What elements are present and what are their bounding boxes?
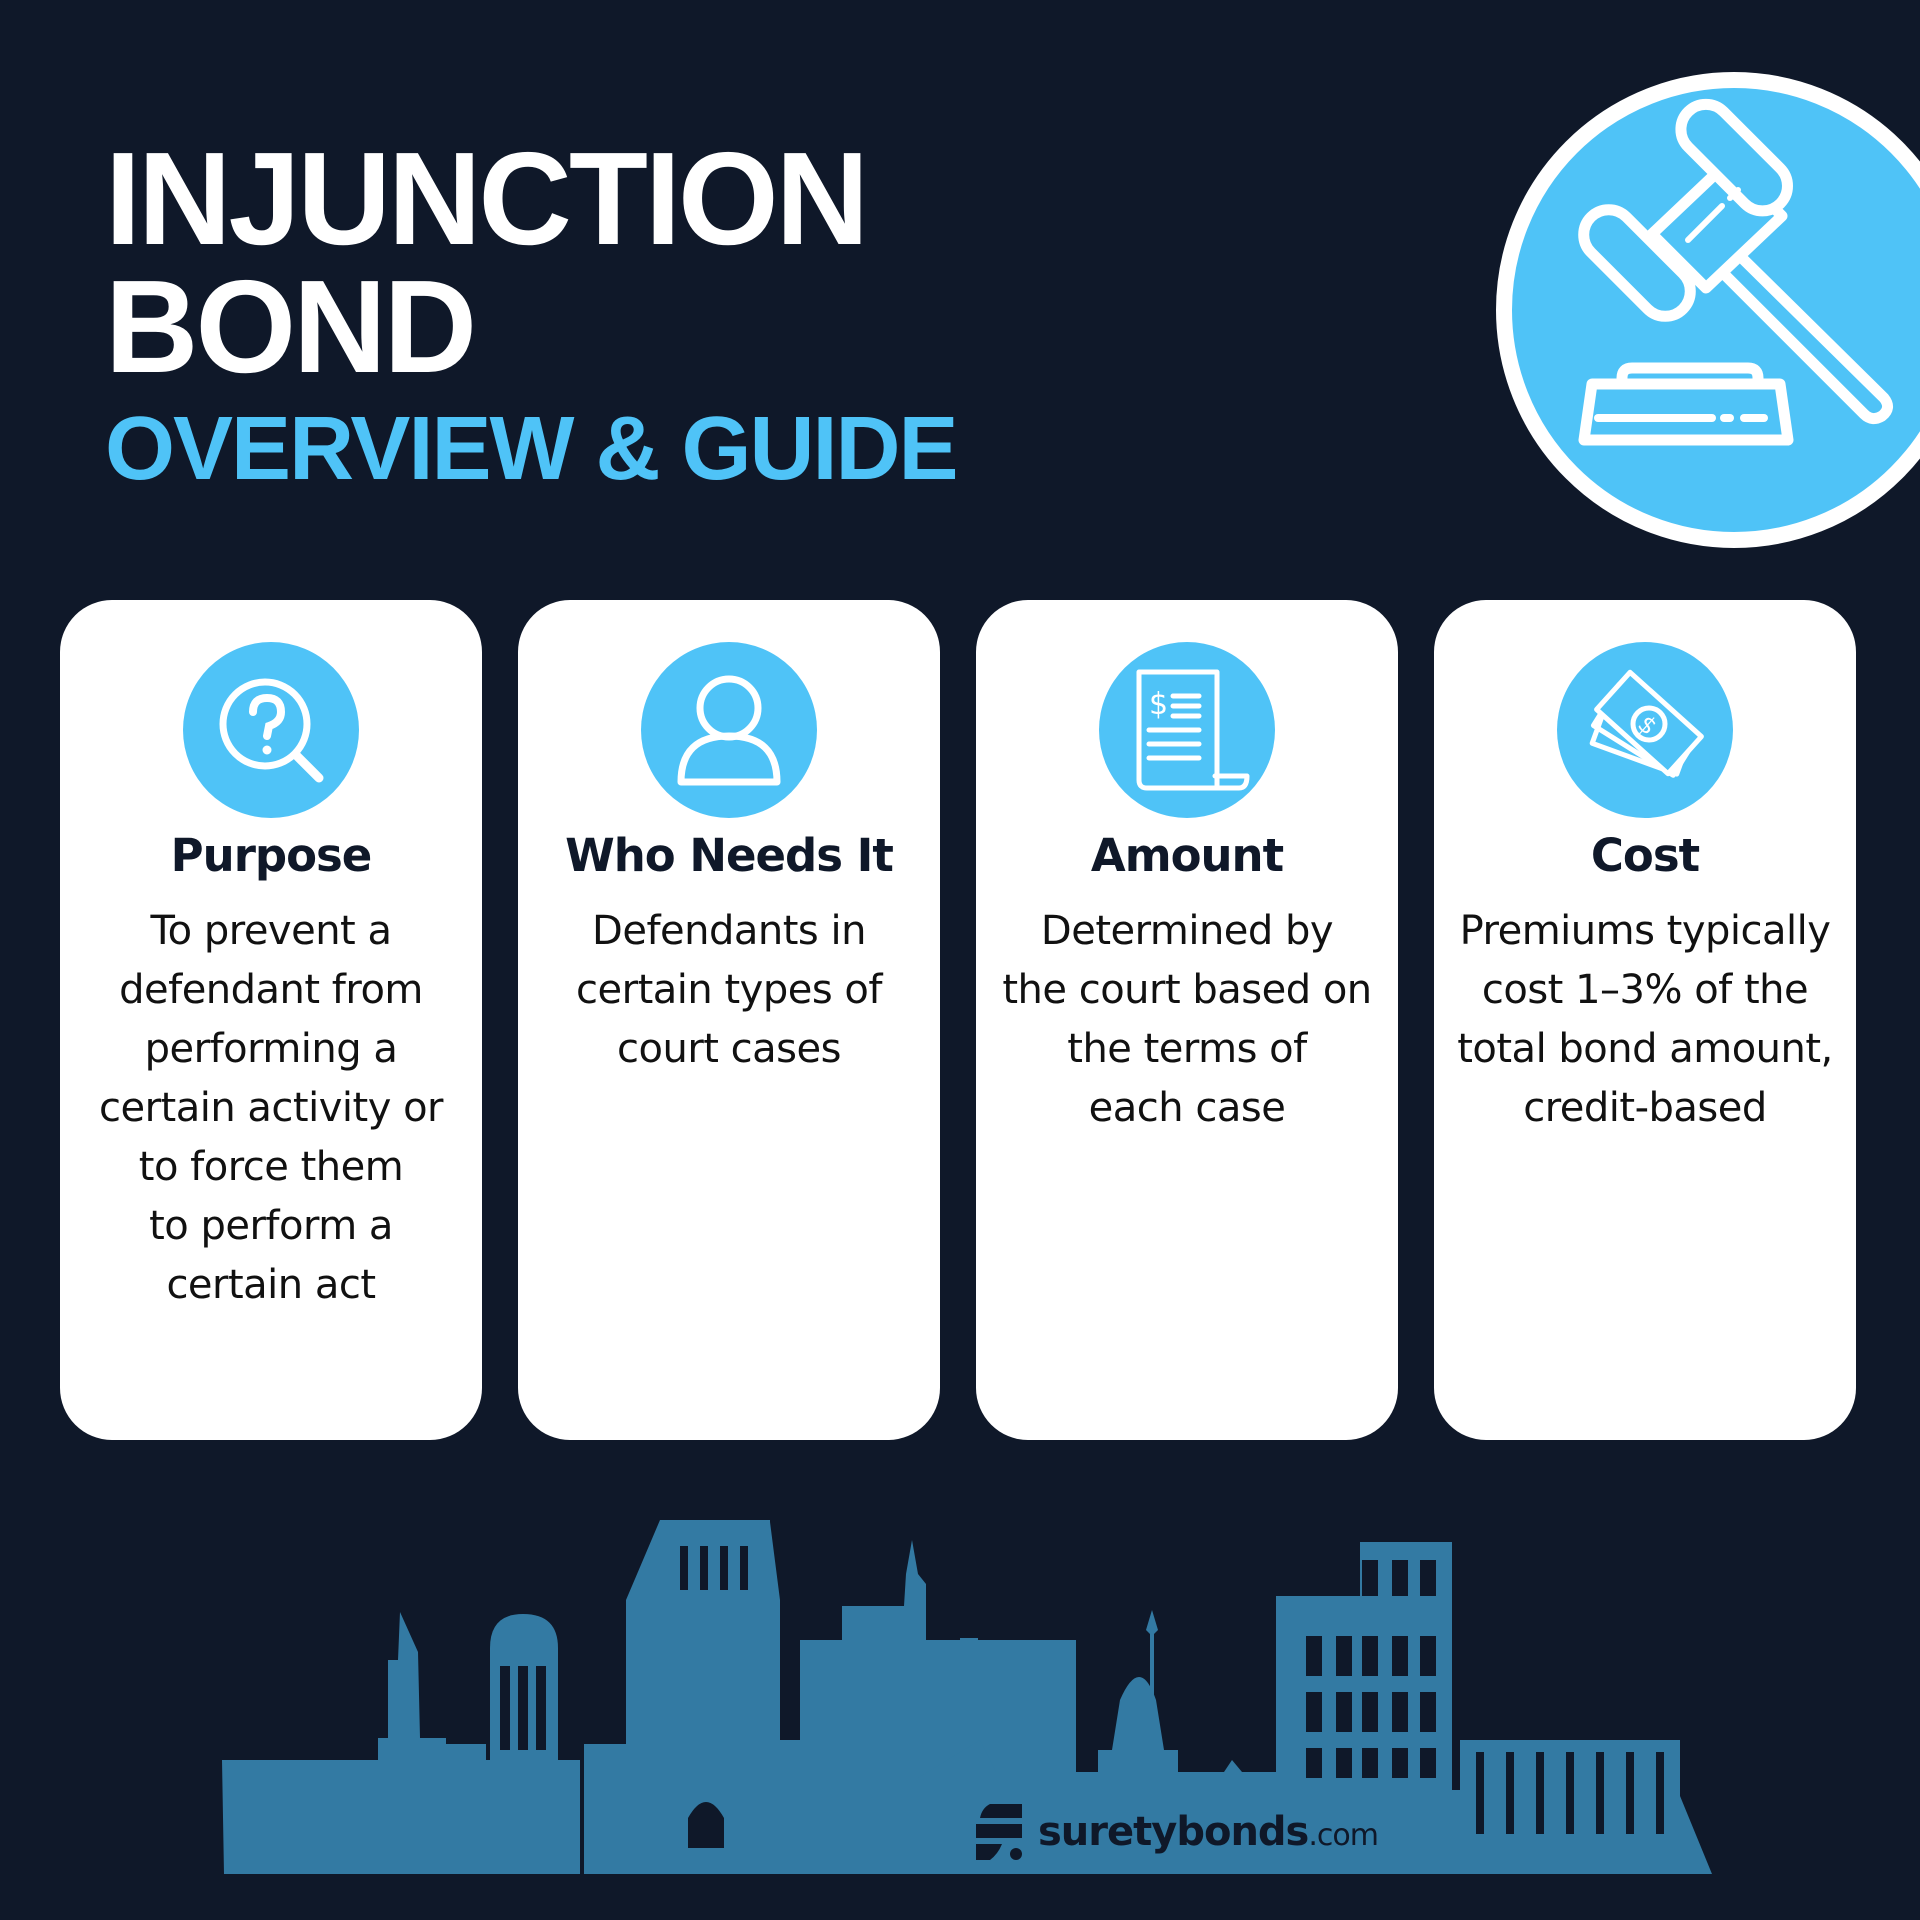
brand-name: suretybonds.com	[1038, 1809, 1379, 1855]
person-icon	[677, 675, 781, 786]
card-title: Who Needs It	[565, 829, 894, 882]
page-title-line-2: BOND	[105, 253, 477, 400]
title-block: INJUNCTION BOND OVERVIEW & GUIDE	[105, 125, 958, 500]
card-body: Premiums typically cost 1–3% of the tota…	[1457, 908, 1833, 1131]
card-body: Determined by the court based on the ter…	[1002, 908, 1372, 1131]
invoice-icon: $	[1136, 669, 1250, 791]
card-cost: $ Cost Premiums typically cost 1–3% of t…	[1434, 600, 1856, 1440]
card-purpose: Purpose To prevent a defendant from perf…	[60, 600, 482, 1440]
card-title: Cost	[1590, 829, 1700, 882]
brand-logo[interactable]: suretybonds.com	[976, 1802, 1379, 1862]
gavel-badge	[1496, 72, 1920, 548]
suretybonds-logo-icon	[976, 1804, 1022, 1860]
svg-text:$: $	[1149, 687, 1168, 722]
card-icon-circle: $	[1557, 642, 1733, 818]
city-skyline-illustration	[222, 1520, 1712, 1874]
card-icon-circle	[641, 642, 817, 818]
money-bills-icon: $	[1589, 669, 1704, 778]
gavel-icon	[1578, 98, 1893, 446]
card-icon-circle	[183, 642, 359, 818]
page-title-line-1: INJUNCTION	[105, 125, 869, 272]
card-body: Defendants in certain types of court cas…	[576, 908, 882, 1072]
card-icon-circle: $	[1099, 642, 1275, 818]
magnifier-question-icon	[219, 678, 324, 783]
page-subtitle: OVERVIEW & GUIDE	[105, 399, 958, 499]
card-body: To prevent a defendant from performing a…	[99, 908, 444, 1308]
card-who-needs-it: Who Needs It Defendants in certain types…	[518, 600, 940, 1440]
card-amount: $ Amount Determined by the court based o…	[976, 600, 1398, 1440]
card-title: Amount	[1090, 829, 1284, 882]
card-title: Purpose	[170, 829, 373, 882]
